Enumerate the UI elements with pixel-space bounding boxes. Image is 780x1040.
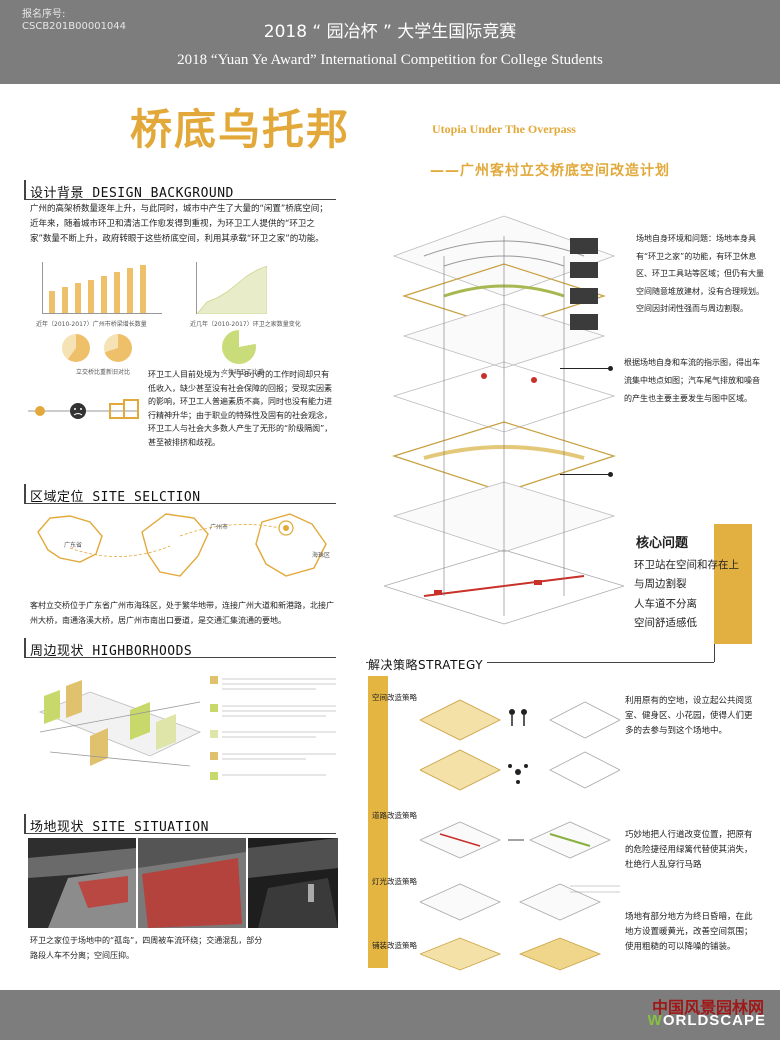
section-divider xyxy=(24,199,336,200)
project-subtitle: ——广州客村立交桥底空间改造计划 xyxy=(430,163,670,179)
pie-chart xyxy=(62,334,90,362)
core-issue-item: 人车道不分离 xyxy=(634,598,697,610)
neighborhood-axonometric xyxy=(30,672,206,778)
strategy-label: 灯光改造策略 xyxy=(372,877,417,886)
exploded-axonometric xyxy=(382,196,626,636)
workers-paragraph: 环卫工人目前处境为：大于8小时的工作时间却只有低收入，缺少甚至没有社会保障的回报… xyxy=(148,370,333,447)
site-photo-1 xyxy=(28,838,136,928)
core-issue-item: 环卫站在空间和存在上 xyxy=(634,559,739,571)
situation-paragraph: 环卫之家位于场地中的“孤岛”，四周被车流环绕；交通混乱，部分路段人车不分离；空间… xyxy=(30,936,263,960)
paving-strategy-diagram xyxy=(418,934,620,974)
competition-title-cn: 2018 “ 园冶杯 ” 大学生国际竞赛 xyxy=(263,22,517,42)
chart-bar xyxy=(140,265,146,313)
chart-bar xyxy=(88,280,94,313)
site-logo-en: WORLDSCAPE xyxy=(647,1012,766,1029)
space-strategy-diagram xyxy=(419,690,621,800)
header-bar: 报名序号: CSCB201B00001044 2018 “ 园冶杯 ” 大学生国… xyxy=(0,0,780,84)
chart-caption: 近年（2010-2017）广州市桥梁增长数量 xyxy=(36,321,147,328)
competition-title-en: 2018 “Yuan Ye Award” International Compe… xyxy=(177,52,603,68)
worker-icon-chain xyxy=(28,398,146,424)
site-photo-3 xyxy=(248,838,338,928)
chart-caption: 女性环卫工比重 xyxy=(222,369,265,376)
strategy-label: 道路改造策略 xyxy=(372,811,417,820)
site-photo-1-svg xyxy=(28,838,136,928)
core-issue-title: 核心问题 xyxy=(636,536,689,551)
map-label-city: 广州市 xyxy=(210,524,229,531)
location-map: 广东省 广州市 海珠区 xyxy=(30,506,340,590)
light-strategy-svg xyxy=(419,883,620,921)
road-strategy-svg xyxy=(419,821,611,859)
strategy-divider xyxy=(366,662,714,663)
registration-number: 报名序号: CSCB201B00001044 xyxy=(22,9,127,32)
chart-bar xyxy=(127,268,133,313)
location-map-svg xyxy=(37,513,327,577)
chart-caption: 近几年（2010-2017）环卫之家数量变化 xyxy=(190,321,301,328)
neighborhoods-heading: 周边现状 HIGHBORHOODS xyxy=(30,644,193,659)
site-photo-3-svg xyxy=(248,838,338,928)
strategy-heading: 解决策略STRATEGY xyxy=(368,656,488,673)
chart-bar xyxy=(62,287,68,313)
strategy-label: 铺装改造策略 xyxy=(372,941,417,950)
site-logo-cn: 中国风景园林网 xyxy=(651,998,764,1017)
strategy-note-space: 利用原有的空地，设立起公共阅览室、健身区、小花园，使得人们更多的去参与到这个场地… xyxy=(625,696,753,736)
area-chart xyxy=(196,265,268,315)
map-label-district: 海珠区 xyxy=(312,552,331,559)
pie-chart xyxy=(222,330,256,364)
strategy-label: 空间改造策略 xyxy=(372,693,417,702)
neighborhood-legend xyxy=(206,672,338,790)
pie-chart xyxy=(104,334,132,362)
chart-caption: 立交桥比重新旧对比 xyxy=(76,369,131,376)
bridge-growth-chart xyxy=(42,262,162,314)
light-strategy-diagram xyxy=(419,878,620,926)
site-photo-2-svg xyxy=(138,838,246,928)
section-marker xyxy=(24,814,26,834)
section-marker xyxy=(24,484,26,504)
worker-icons xyxy=(28,399,139,419)
project-title-en: Utopia Under The Overpass xyxy=(432,122,576,136)
sanitation-home-chart xyxy=(196,262,268,315)
space-strategy-svg xyxy=(419,699,621,791)
section-marker xyxy=(24,638,26,658)
section-divider xyxy=(24,503,336,504)
core-issue-item: 空间舒适感低 xyxy=(634,617,697,629)
chart-bar xyxy=(101,276,107,313)
site-photo-2 xyxy=(138,838,246,928)
inset-photo xyxy=(570,288,598,304)
exploded-axonometric-svg xyxy=(382,215,626,625)
chart-bar xyxy=(75,283,81,313)
situation-heading: 场地现状 SITE SITUATION xyxy=(30,820,209,835)
callout-dot xyxy=(608,472,613,477)
callout-line xyxy=(560,474,610,475)
map-label-province: 广东省 xyxy=(64,542,83,549)
section-marker xyxy=(24,180,26,200)
legend-lines xyxy=(210,676,336,780)
neighborhood-svg xyxy=(38,680,202,767)
site-note-1: 场地自身环境和问题：场地本身具有“环卫之家”的功能，有环卫休息区、环卫工具站等区… xyxy=(636,234,764,313)
strategy-note-road: 巧妙地把人行道改变位置，把原有的危险捷径用绿篱代替使其消失，杜绝行人乱穿行马路 xyxy=(625,830,753,870)
strategy-note-light: 场地有部分地方为终日昏暗，在此地方设置暖黄光，改善空间氛围；使用粗糙的可以降噪的… xyxy=(625,912,753,952)
background-heading: 设计背景 DESIGN BACKGROUND xyxy=(30,186,234,201)
chart-bar xyxy=(49,291,55,313)
inset-photo xyxy=(570,262,598,278)
location-heading: 区域定位 SITE SELCTION xyxy=(30,490,201,505)
callout-dot xyxy=(608,366,613,371)
core-issue-item: 与周边割裂 xyxy=(634,578,687,590)
chart-bar xyxy=(114,272,120,313)
callout-line xyxy=(560,368,610,369)
location-paragraph: 客村立交桥位于广东省广州市海珠区，处于繁华地带，连接广州大道和新港路，北接广州大… xyxy=(30,601,334,625)
section-divider xyxy=(24,833,336,834)
strategy-connector xyxy=(714,644,715,662)
project-title: 桥底乌托邦 xyxy=(130,105,351,154)
inset-photo xyxy=(570,314,598,330)
paving-strategy-svg xyxy=(418,937,602,971)
footer-bar: 中国风景园林网 WORLDSCAPE xyxy=(0,990,780,1040)
inset-photo xyxy=(570,238,598,254)
strategy-strip xyxy=(368,676,388,968)
section-divider xyxy=(24,657,336,658)
site-note-2: 根据场地自身和车流的指示图，得出车流集中地点如图；汽车尾气排放和噪音的产生也主要… xyxy=(624,358,760,403)
background-paragraph: 广州的高架桥数量逐年上升，与此同时，城市中产生了大量的“闲置”桥底空间；近年来，… xyxy=(30,204,328,244)
road-strategy-diagram xyxy=(419,814,620,868)
core-issue-box xyxy=(714,524,752,644)
